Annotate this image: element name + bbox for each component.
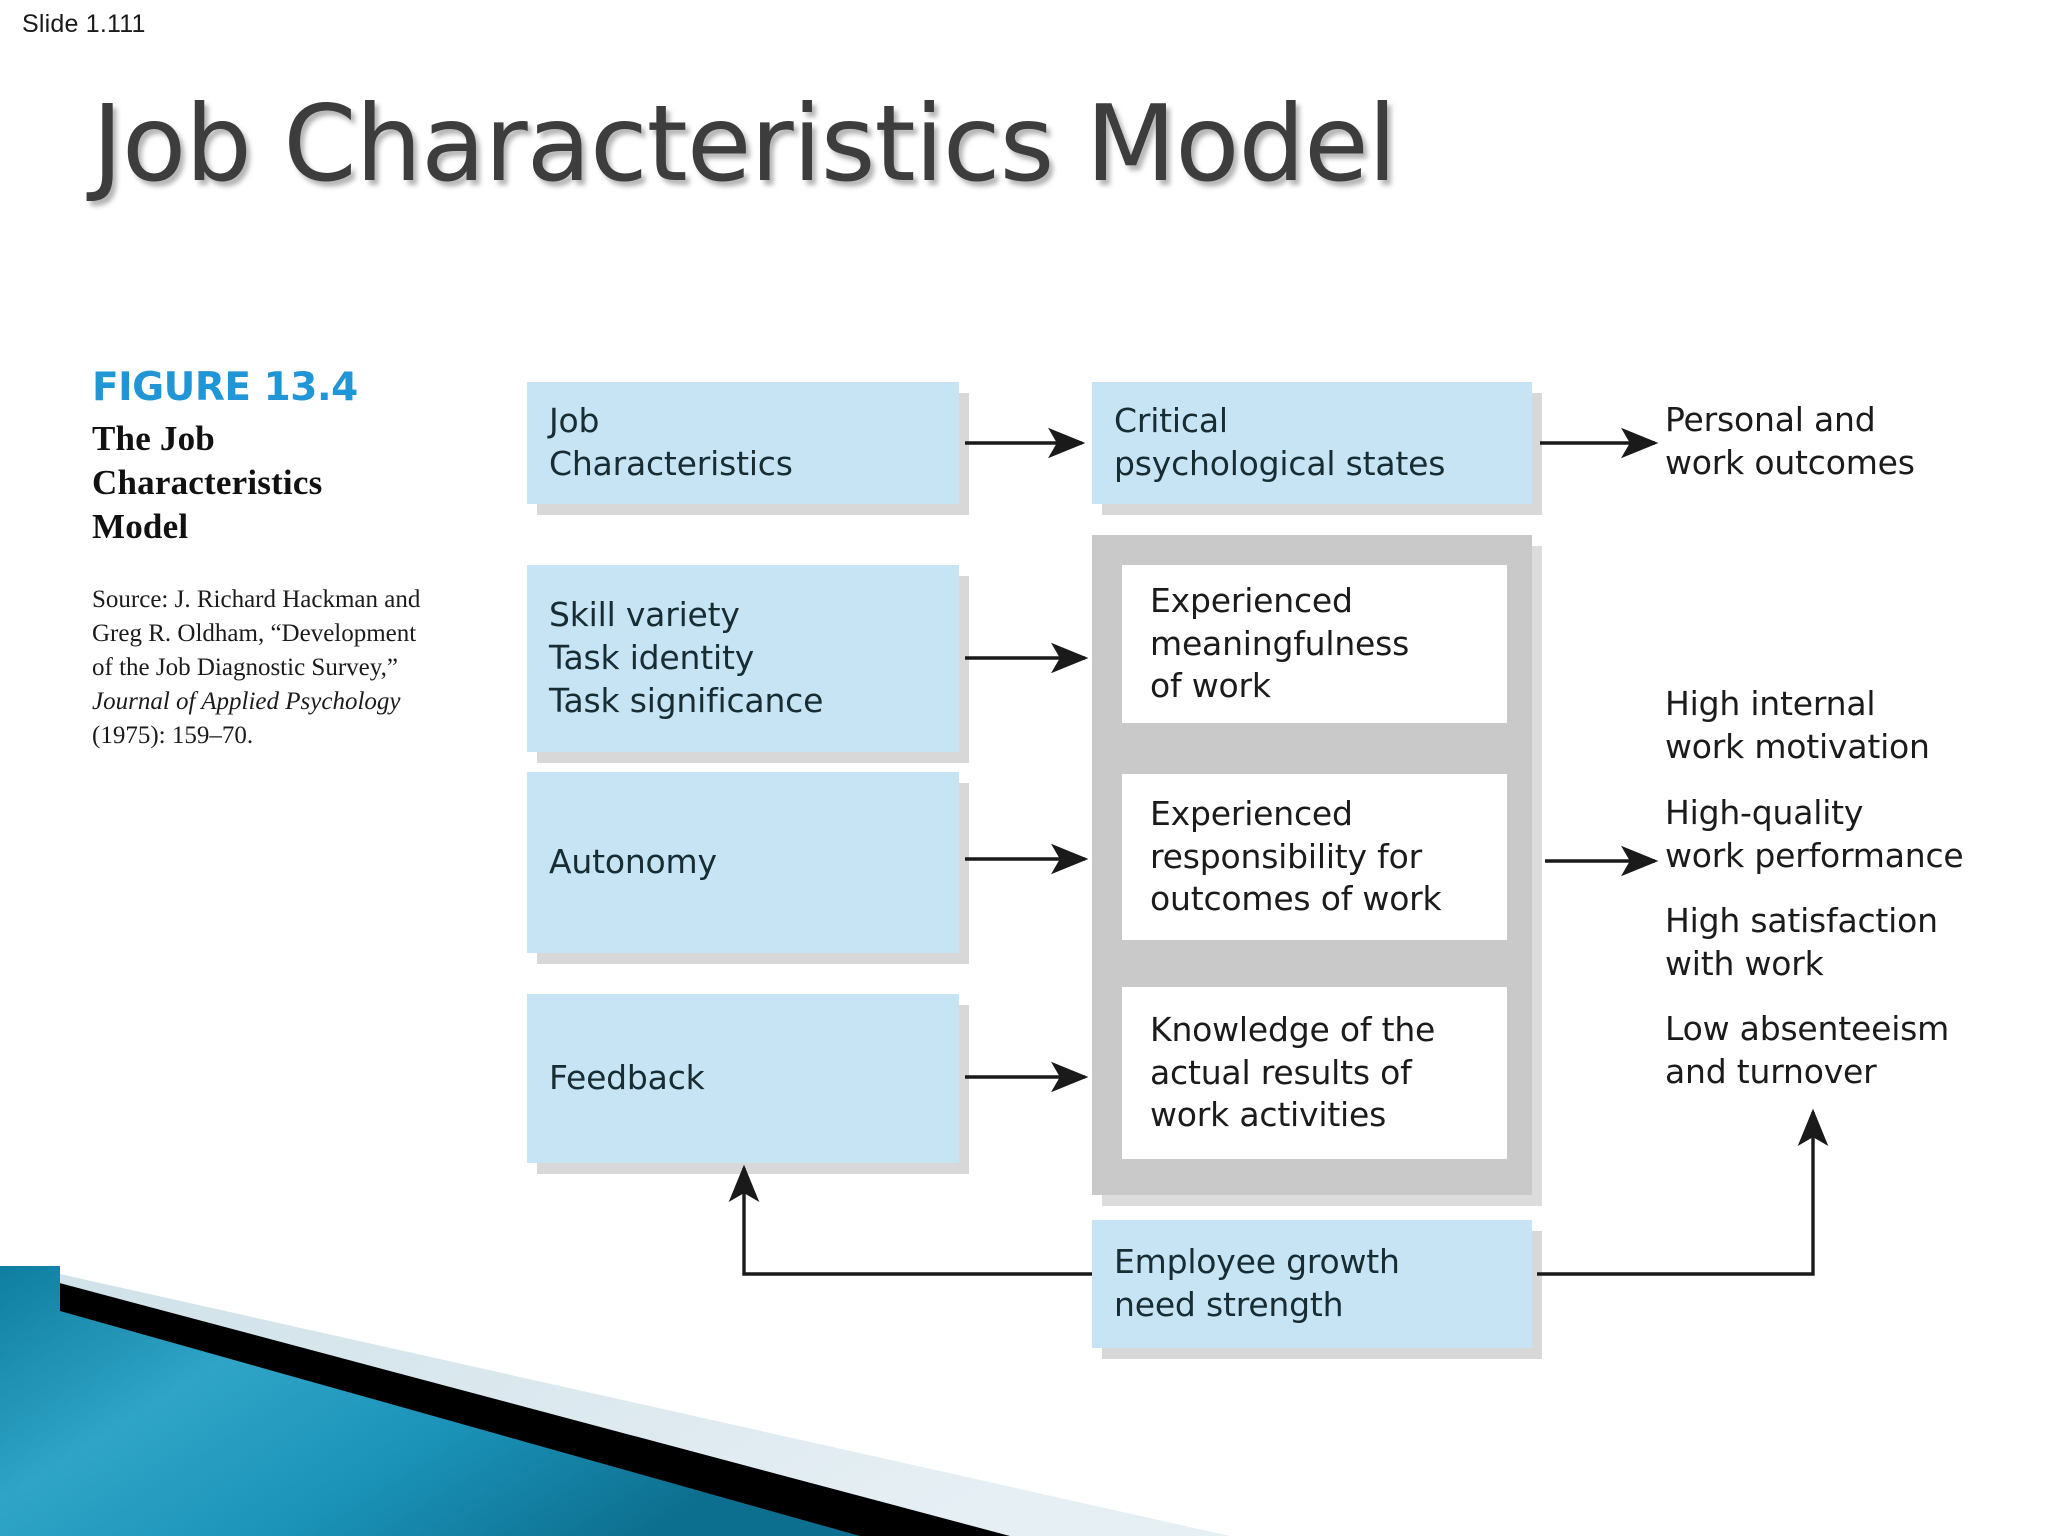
figure-label: FIGURE 13.4 [92,365,358,410]
box-text: Experienced responsibility for outcomes … [1150,793,1442,919]
figure-source: Source: J. Richard Hackman and Greg R. O… [92,583,492,753]
figure-source-pages: (1975): 159–70. [92,722,254,750]
figure-title-line-2: Characteristics [92,463,323,503]
label-outcome-4: Low absenteeism and turnover [1665,1009,1950,1091]
label-personal-and-work-outcomes: Personal and work outcomes [1665,400,1915,482]
box-psychological-state-3: Knowledge of the actual results of work … [1122,987,1507,1159]
figure-caption-block: FIGURE 13.4 The Job Characteristics Mode… [92,365,492,753]
box-text: Knowledge of the actual results of work … [1150,1009,1436,1135]
box-text: Employee growth need strength [1114,1242,1400,1324]
deco-teal-wedge [0,1266,860,1536]
figure-source-journal: Journal of Applied Psychology [92,688,401,716]
box-text: Job Characteristics [549,401,793,483]
box-text: Critical psychological states [1114,401,1446,483]
label-outcome-1: High internal work motivation [1665,684,1930,766]
box-text: Skill variety Task identity Task signifi… [549,595,824,720]
box-job-characteristic-1: Skill variety Task identity Task signifi… [527,565,959,752]
box-text: Autonomy [549,842,717,882]
slide-number: Slide 1.111 [22,10,146,38]
box-job-characteristics-header: Job Characteristics [527,382,959,504]
page-title: Job Characteristics Model [92,83,1397,205]
figure-source-line-2: Greg R. Oldham, “Development [92,620,417,648]
arrow-moderator-to-outcomes [1537,1108,1829,1276]
box-job-characteristic-2: Autonomy [527,772,959,953]
box-psychological-state-1: Experienced meaningfulness of work [1122,565,1507,723]
figure-title-line-3: Model [92,507,189,547]
figure-title: The Job Characteristics Model [92,417,492,549]
box-psychological-state-2: Experienced responsibility for outcomes … [1122,774,1507,940]
box-text: Experienced meaningfulness of work [1150,580,1410,706]
box-critical-psychological-states-header: Critical psychological states [1092,382,1532,504]
figure-source-line-1: Source: J. Richard Hackman and [92,586,421,614]
box-employee-growth-need-strength: Employee growth need strength [1092,1220,1532,1348]
figure-title-line-1: The Job [92,418,215,458]
label-outcome-2: High-quality work performance [1665,793,1964,875]
label-outcome-3: High satisfaction with work [1665,901,1938,983]
box-job-characteristic-3: Feedback [527,994,959,1163]
corner-decoration [0,1266,1230,1536]
box-text: Feedback [549,1058,705,1098]
figure-source-line-3: of the Job Diagnostic Survey,” [92,654,398,682]
